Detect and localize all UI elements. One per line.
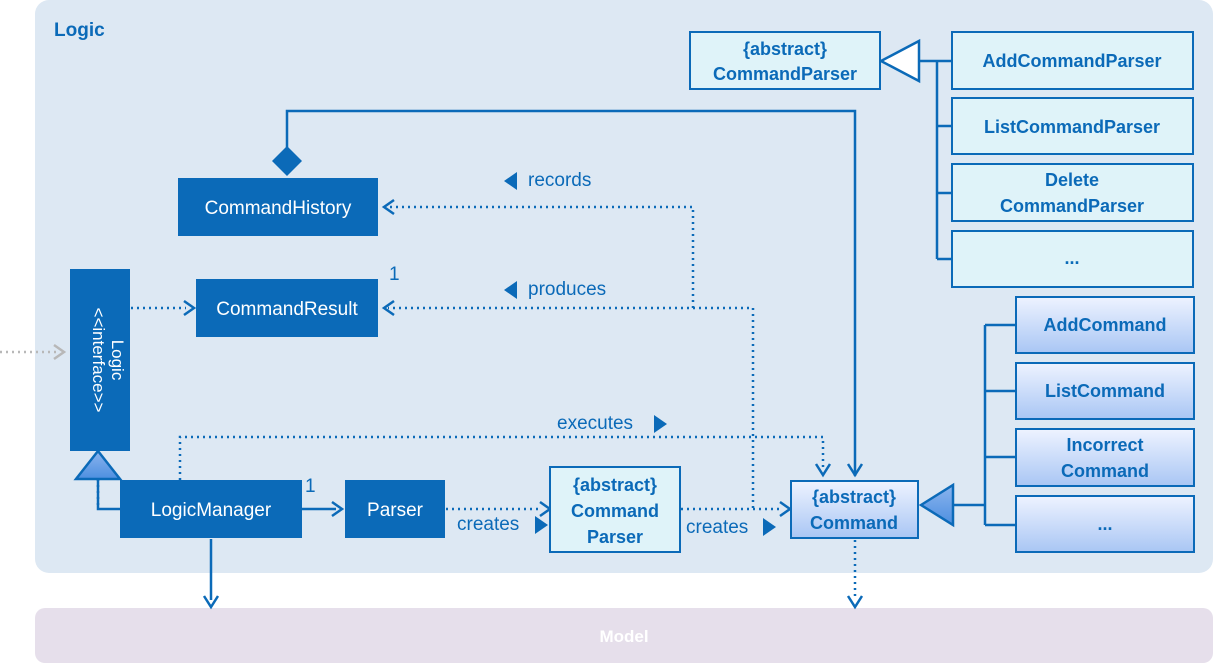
arrowhead-external (53, 343, 67, 361)
parser-generalization-triangle (878, 38, 921, 84)
creates-command-direction-icon (763, 518, 776, 536)
add-command-parser-label: AddCommandParser (982, 51, 1161, 71)
produces-line (388, 306, 755, 508)
list-command-label: ListCommand (1045, 381, 1165, 401)
class-command-history[interactable]: CommandHistory (178, 178, 378, 236)
command-parser-center-name-1: Command (571, 501, 659, 521)
class-command-more[interactable]: ... (1015, 495, 1195, 553)
class-delete-command-parser[interactable]: Delete CommandParser (951, 163, 1194, 222)
model-package (35, 608, 1213, 663)
delete-command-parser-line-2: CommandParser (1000, 196, 1144, 216)
creates-command-label: creates (686, 517, 748, 538)
class-logic-interface[interactable]: <<interface>> Logic (70, 269, 130, 451)
command-history-label: CommandHistory (205, 198, 352, 219)
arrowhead-produces (381, 299, 395, 317)
list-command-parser-label: ListCommandParser (984, 117, 1160, 137)
composition-diamond (272, 146, 302, 176)
executes-line (178, 435, 825, 480)
arrowhead-records (381, 198, 395, 216)
command-parser-top-stereotype: {abstract} (743, 39, 827, 59)
class-add-command-parser[interactable]: AddCommandParser (951, 31, 1194, 90)
records-label: records (528, 170, 591, 191)
parser-label: Parser (367, 500, 424, 521)
command-center-name: Command (810, 513, 898, 533)
class-list-command-parser[interactable]: ListCommandParser (951, 97, 1194, 155)
class-list-command[interactable]: ListCommand (1015, 362, 1195, 420)
logic-package (35, 0, 1213, 573)
command-parser-center-name-2: Parser (587, 527, 643, 547)
arrowhead-composition-command (846, 463, 864, 478)
parser-more-label: ... (1064, 248, 1079, 268)
class-command-center[interactable]: {abstract} Command (790, 480, 919, 539)
produces-label: produces (528, 279, 606, 300)
records-direction-icon (504, 172, 517, 190)
realization-line (96, 479, 120, 511)
model-package-label: Model (599, 627, 648, 646)
command-parser-center-stereotype: {abstract} (573, 475, 657, 495)
command-parser-top-name: CommandParser (713, 64, 857, 84)
command-generalization-triangle (918, 482, 955, 528)
composition-line (285, 109, 857, 476)
class-logic-manager[interactable]: LogicManager (120, 480, 302, 538)
incorrect-command-line-2: Command (1061, 461, 1149, 481)
logic-package-label: Logic (54, 20, 105, 41)
arrowhead-executes (814, 463, 832, 478)
realization-triangle (73, 448, 123, 481)
multiplicity-parser: 1 (305, 476, 316, 497)
command-result-label: CommandResult (216, 299, 358, 320)
class-parser-more[interactable]: ... (951, 230, 1194, 288)
creates-parser-direction-icon (535, 516, 548, 534)
command-center-stereotype: {abstract} (812, 487, 896, 507)
multiplicity-result: 1 (389, 264, 400, 285)
executes-label: executes (557, 413, 633, 434)
parser-inheritance-spine (919, 59, 952, 261)
produces-direction-icon (504, 281, 517, 299)
logic-interface-stereotype: <<interface>> (89, 308, 108, 413)
logic-manager-label: LogicManager (151, 500, 272, 521)
class-incorrect-command[interactable]: Incorrect Command (1015, 428, 1195, 487)
command-inheritance-spine (953, 323, 1016, 527)
arrowhead-parser (331, 500, 345, 518)
arrowhead-command-model (846, 595, 864, 610)
class-add-command[interactable]: AddCommand (1015, 296, 1195, 354)
delete-command-parser-line-1: Delete (1045, 170, 1099, 190)
arrowhead-logic-model (202, 595, 220, 610)
class-parser[interactable]: Parser (345, 480, 445, 538)
class-command-parser-top[interactable]: {abstract} CommandParser (689, 31, 881, 90)
logic-interface-name: Logic (108, 340, 127, 381)
command-more-label: ... (1097, 514, 1112, 534)
incorrect-command-line-1: Incorrect (1066, 435, 1143, 455)
creates-parser-label: creates (457, 514, 519, 535)
arrowhead-logic-result (183, 299, 197, 317)
add-command-label: AddCommand (1044, 315, 1167, 335)
class-command-result[interactable]: CommandResult (196, 279, 378, 337)
executes-direction-icon (654, 415, 667, 433)
class-command-parser-center[interactable]: {abstract} Command Parser (549, 466, 681, 553)
